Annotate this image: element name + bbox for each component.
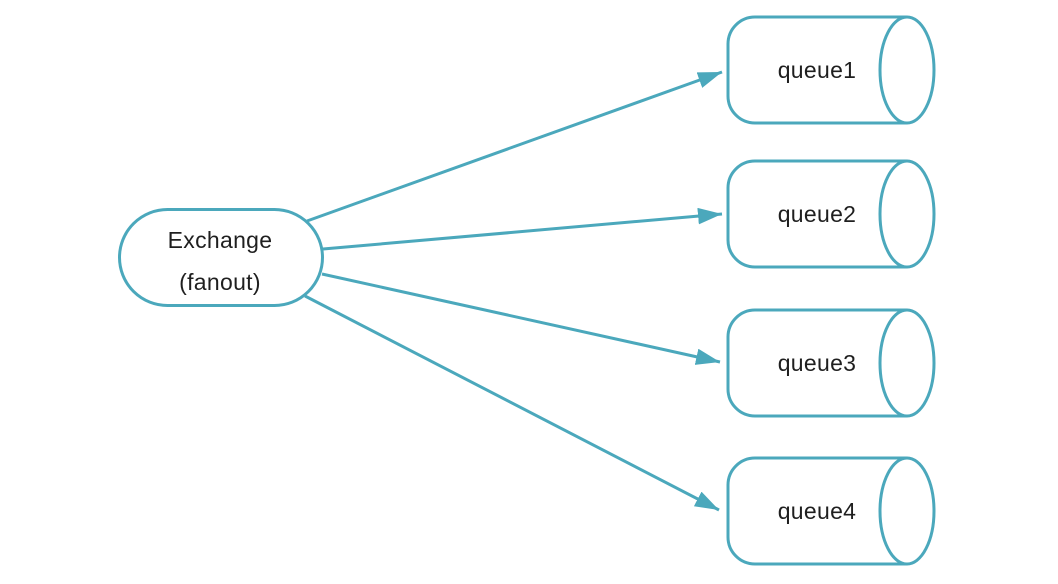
queue-node-1: queue1	[726, 15, 936, 125]
exchange-node: Exchange (fanout)	[118, 208, 324, 307]
queue3-cylinder-cap	[878, 308, 936, 418]
arrow-exchange-to-queue3	[321, 272, 721, 365]
queue-node-4: queue4	[726, 456, 936, 566]
queue-node-2: queue2	[726, 159, 936, 269]
queue3-cylinder-body	[726, 308, 907, 418]
queue2-cylinder-cap	[878, 159, 936, 269]
exchange-shape	[118, 208, 324, 307]
queue2-label: queue2	[778, 201, 857, 227]
exchange-sublabel: (fanout)	[179, 269, 261, 295]
queue1-label: queue1	[778, 57, 857, 83]
queue2-cylinder-body	[726, 159, 907, 269]
queue-node-3: queue3	[726, 308, 936, 418]
queue4-cylinder-body	[726, 456, 907, 566]
arrow-exchange-to-queue1	[306, 70, 723, 223]
queue1-cylinder-cap	[878, 15, 936, 125]
arrow-exchange-to-queue2	[322, 207, 723, 251]
queue4-cylinder-cap	[878, 456, 936, 566]
queue3-label: queue3	[778, 350, 857, 376]
arrow-exchange-to-queue4	[304, 294, 720, 512]
edges	[304, 70, 723, 512]
exchange-label: Exchange	[168, 227, 273, 253]
queue1-cylinder-body	[726, 15, 907, 125]
queue4-label: queue4	[778, 498, 857, 524]
